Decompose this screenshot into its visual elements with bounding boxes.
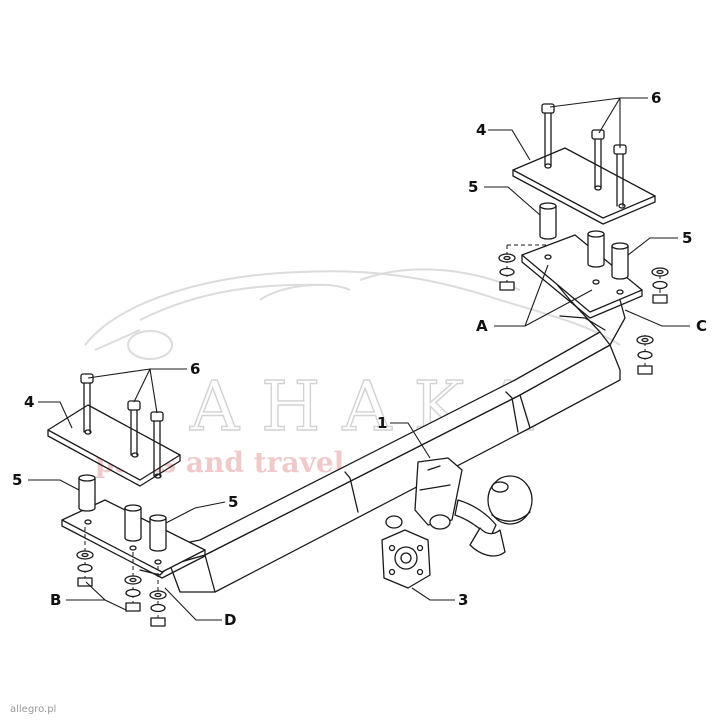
label-point-b: B [50, 591, 61, 609]
label-point-c: C [696, 317, 707, 335]
left-bolts [80, 373, 164, 477]
footer-watermark: allegro.pl [10, 704, 56, 715]
label-part-1: 1 [377, 414, 387, 432]
label-part-6-right: 6 [651, 89, 661, 107]
label-part-4-left: 4 [24, 393, 34, 411]
label-part-5-left-top: 5 [12, 471, 22, 489]
left-mounting-plate [47, 404, 206, 579]
callout-labels: 1 3 4 4 5 5 5 5 6 6 A B C D [12, 89, 707, 629]
label-point-a: A [476, 317, 488, 335]
label-part-5-left-mid: 5 [228, 493, 238, 511]
label-part-6-left: 6 [190, 360, 200, 378]
leader-lines [28, 97, 690, 621]
watermark-car-wheel [127, 330, 173, 360]
label-part-5-right-side: 5 [682, 229, 692, 247]
watermark-car-outline [84, 268, 621, 351]
right-washers-nuts [498, 244, 669, 375]
tow-ball-assembly [381, 457, 533, 589]
label-part-5-right-top: 5 [468, 178, 478, 196]
label-part-4-right: 4 [476, 121, 486, 139]
left-spacers [78, 474, 167, 552]
left-washers-nuts [76, 527, 167, 627]
right-mounting-plate [512, 147, 656, 319]
right-spacers [539, 202, 629, 280]
label-part-3: 3 [458, 591, 468, 609]
right-bolts [541, 103, 627, 207]
label-point-d: D [224, 611, 236, 629]
